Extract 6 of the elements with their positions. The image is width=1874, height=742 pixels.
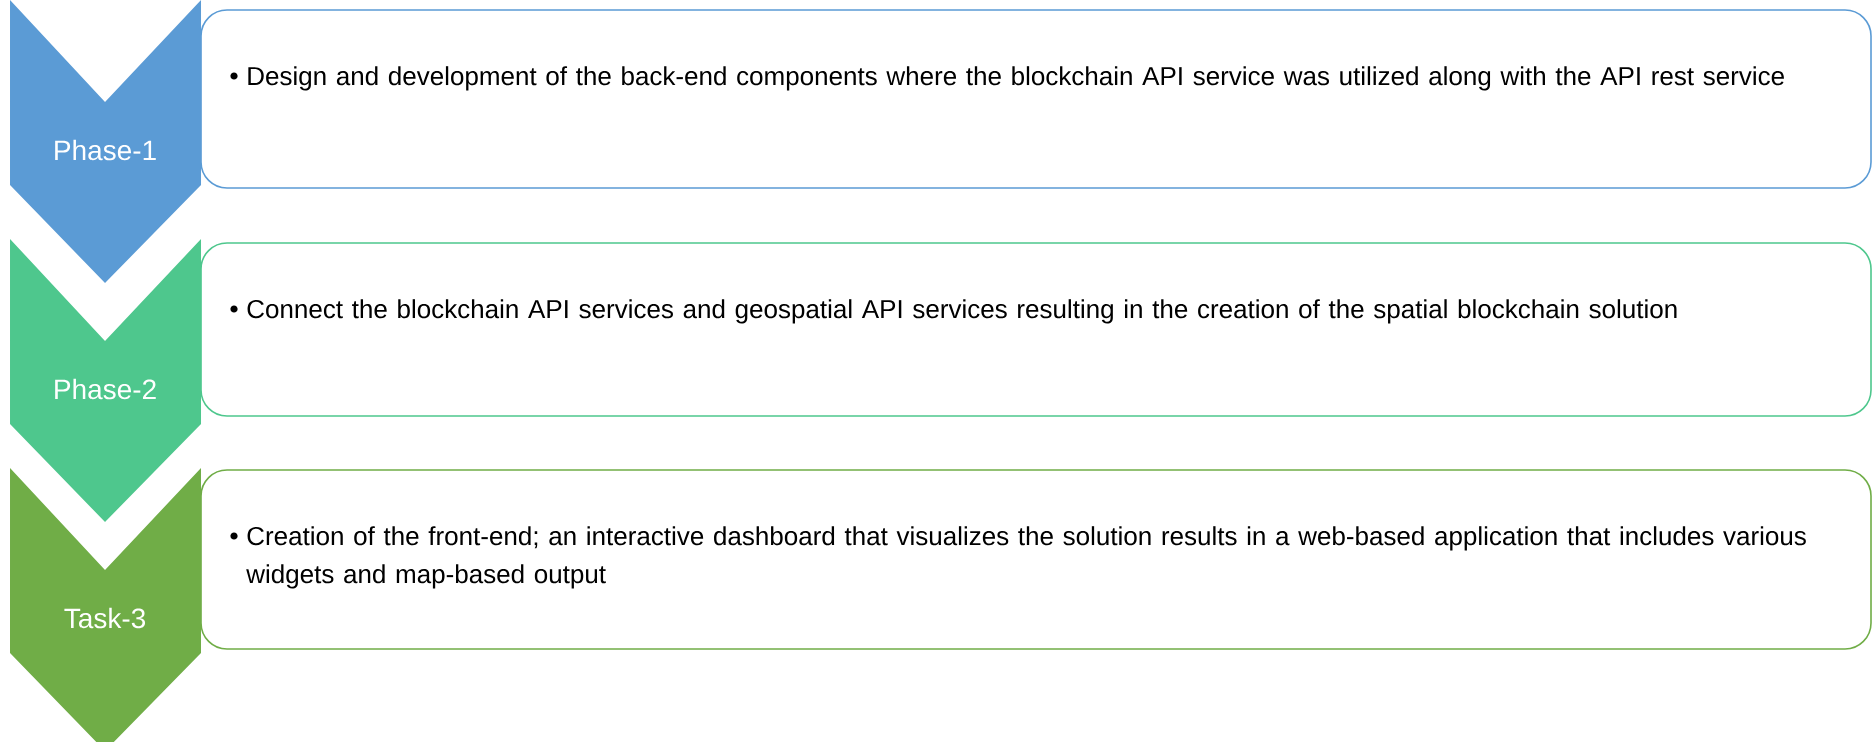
phase-banner: Task-3 [10, 468, 201, 742]
text-box: Creation of the front-end; an interactive dashboard that visualizes the solution results in a web-based application that includes various widgets and map-based output [200, 469, 1872, 650]
text-box: Connect the blockchain API services and geospatial API services resulting in the creation of the spatial blockchain solution [200, 242, 1872, 417]
text-box: Design and development of the back-end components where the blockchain API service was utilized along with the API rest service [200, 9, 1872, 189]
phase-banner: Phase-1 [10, 0, 201, 283]
phase-banner: Phase-2 [10, 239, 201, 522]
